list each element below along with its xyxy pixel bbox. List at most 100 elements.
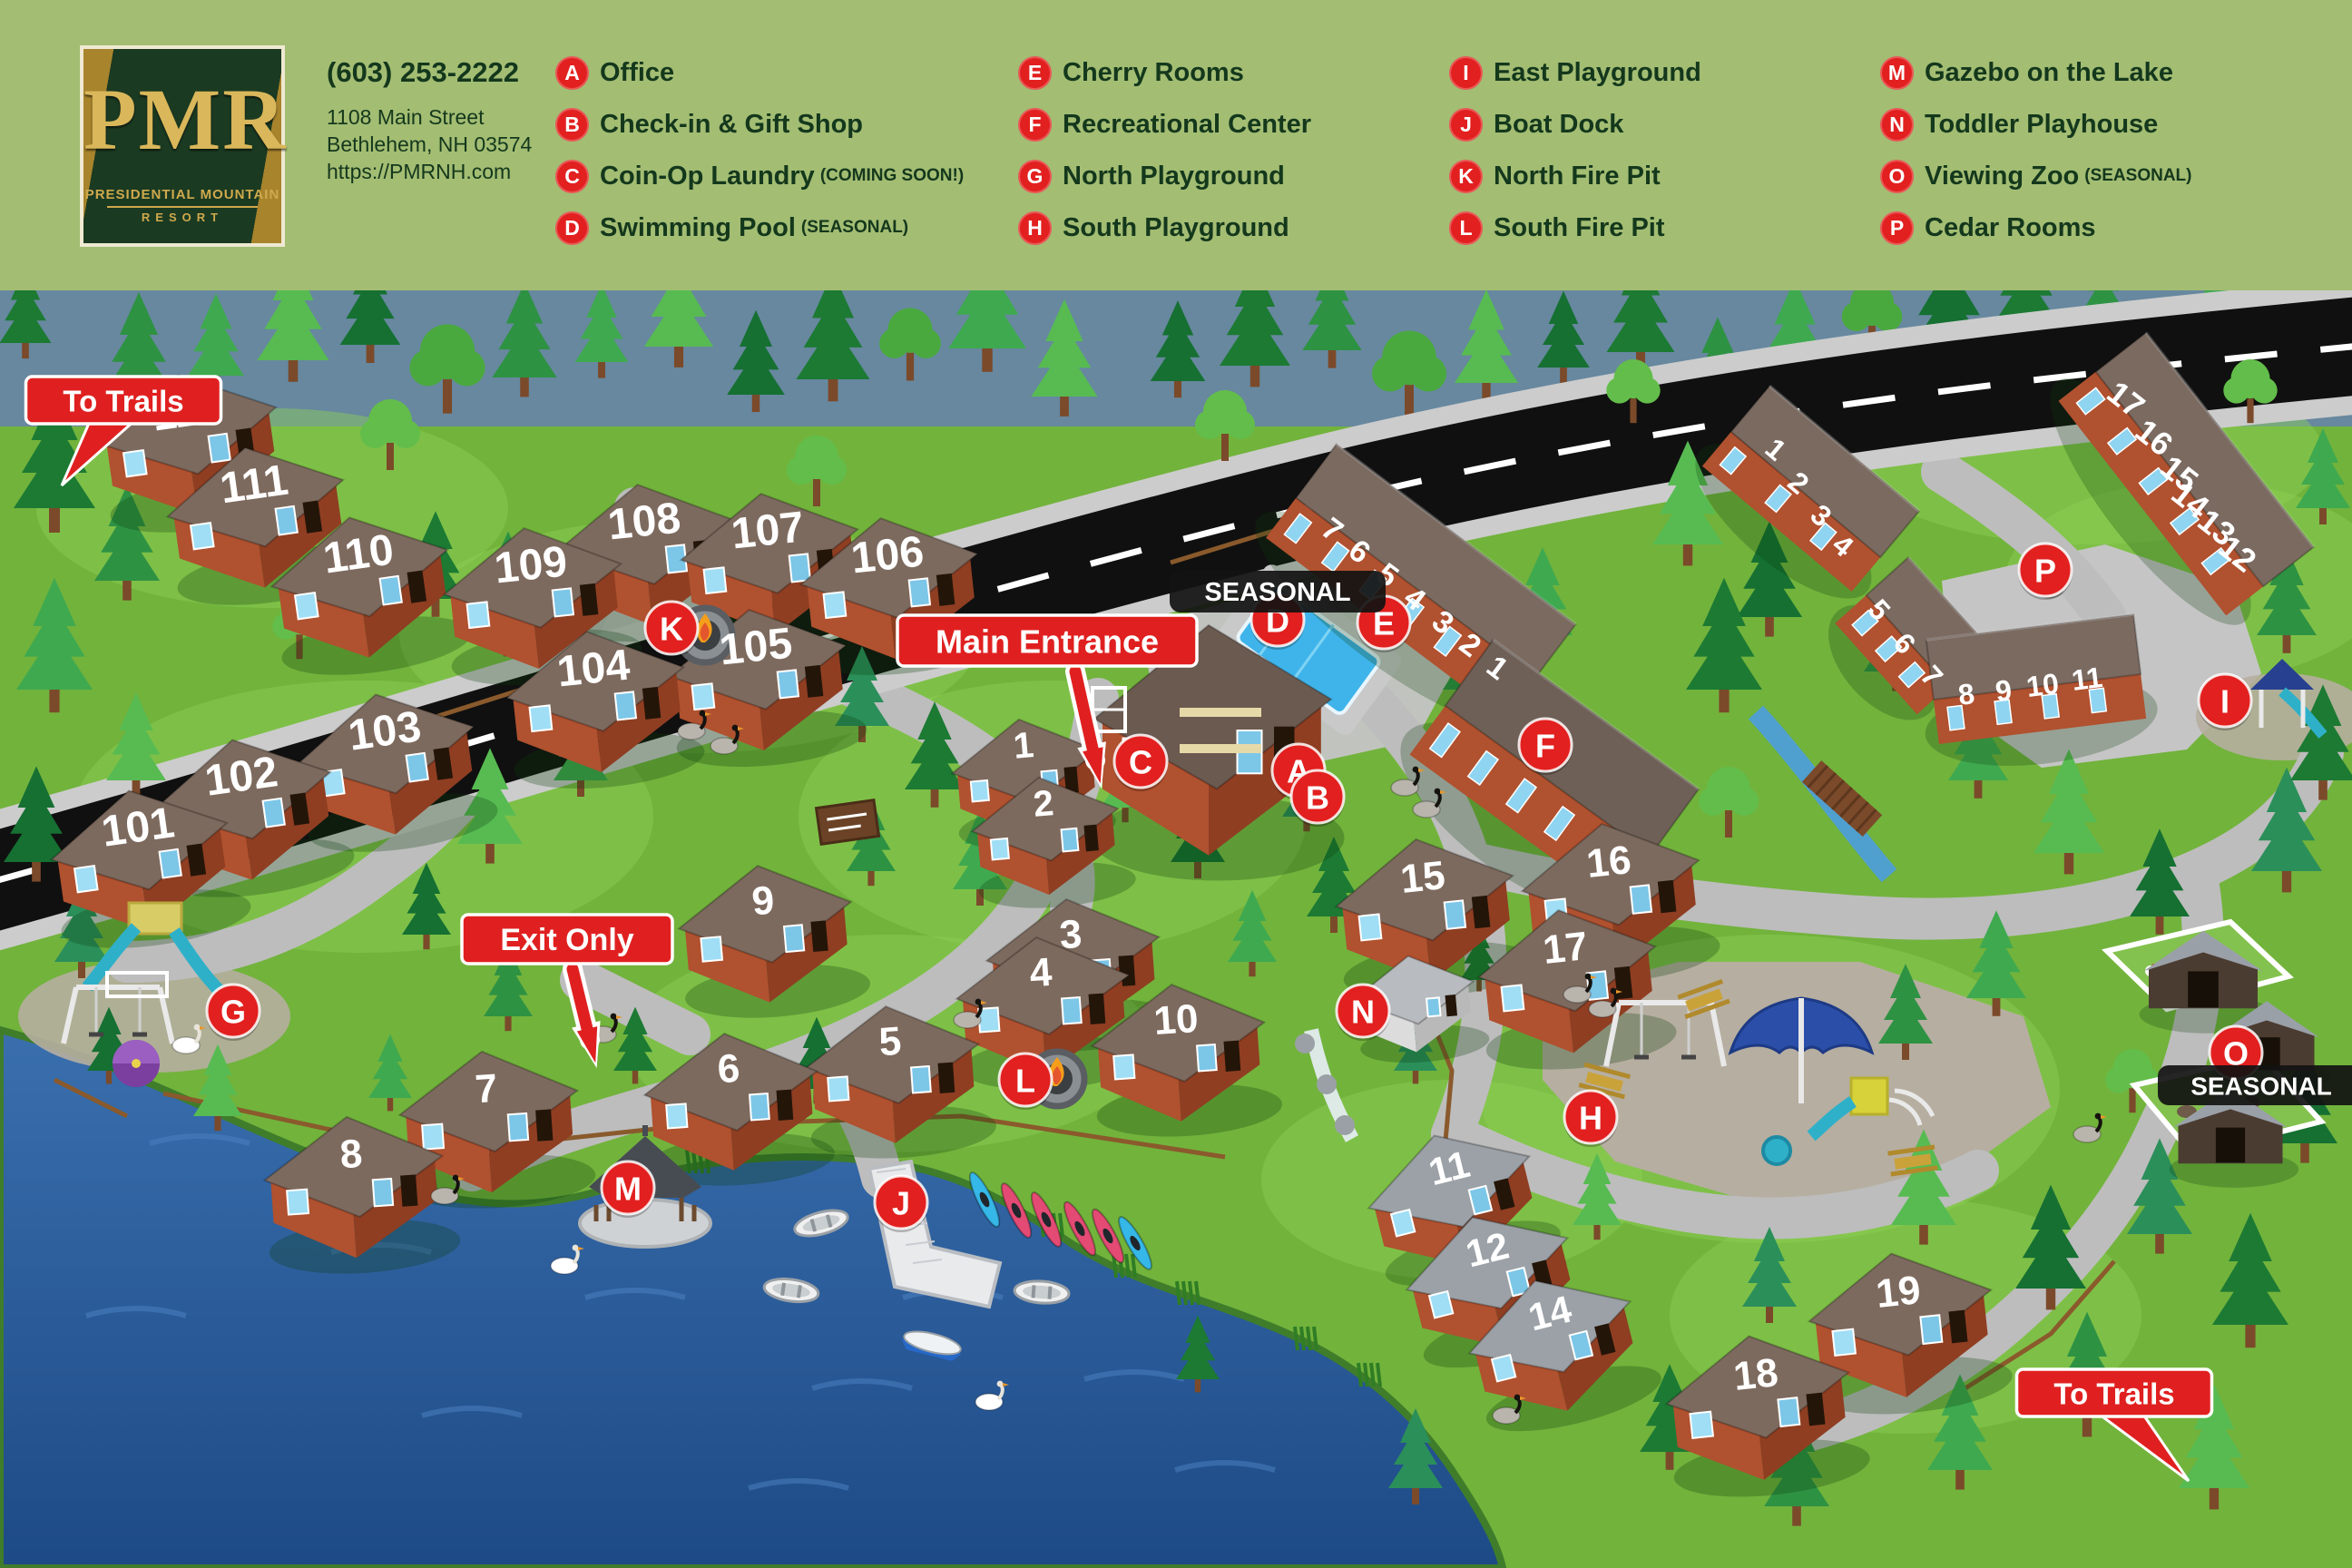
map-marker-M: M [600, 1160, 656, 1218]
svg-text:11: 11 [1425, 1142, 1474, 1193]
svg-text:7: 7 [474, 1066, 499, 1112]
svg-text:105: 105 [717, 619, 794, 674]
cabin-14 [1467, 1279, 1661, 1432]
header: PMR PRESIDENTIAL MOUNTAIN RESORT (603) 2… [0, 0, 2352, 290]
svg-text:Main Entrance: Main Entrance [936, 623, 1159, 661]
streams [1295, 705, 1897, 1142]
white-goose [172, 1024, 206, 1054]
legend-marker-C: C [555, 160, 589, 193]
svg-text:SEASONAL: SEASONAL [2190, 1073, 2332, 1101]
legend-marker-N: N [1880, 108, 1914, 142]
svg-text:8: 8 [1956, 677, 1976, 711]
svg-text:10: 10 [2024, 667, 2061, 703]
sign-exit-only: Exit Only [460, 913, 674, 1069]
kayak [1091, 1208, 1125, 1264]
kayak [1063, 1200, 1097, 1257]
pedal-boat [901, 1330, 962, 1361]
legend-marker-M: M [1880, 56, 1914, 90]
zoo-barn [2139, 930, 2275, 1034]
shade-umbrella [1728, 996, 1875, 1103]
canada-goose [1588, 987, 1622, 1018]
svg-text:L: L [1015, 1063, 1035, 1100]
resort-logo: PMR PRESIDENTIAL MOUNTAIN RESORT [80, 45, 286, 247]
logo-divider [107, 206, 258, 208]
map-marker-H: H [1563, 1089, 1619, 1147]
north-playground [61, 901, 224, 1087]
svg-text:N: N [1351, 994, 1375, 1031]
svg-text:15: 15 [1398, 853, 1447, 902]
south-playground [1578, 979, 1938, 1177]
map-marker-L: L [997, 1052, 1054, 1110]
legend-marker-P: P [1880, 211, 1914, 245]
entrance-sign [814, 799, 881, 846]
white-goose [975, 1380, 1009, 1411]
canada-goose [677, 710, 711, 740]
map-marker-G: G [205, 983, 261, 1041]
svg-text:17: 17 [1541, 924, 1590, 973]
legend-marker-L: L [1449, 211, 1483, 245]
kayak [1030, 1191, 1063, 1248]
svg-text:108: 108 [605, 494, 682, 549]
cabin-6 [642, 1032, 835, 1186]
map-marker-N: N [1335, 983, 1391, 1041]
svg-text:I: I [2220, 683, 2230, 720]
svg-text:2: 2 [1032, 783, 1055, 825]
svg-text:F: F [1535, 728, 1555, 765]
canada-goose [1390, 766, 1425, 797]
cabin-9 [677, 865, 871, 1018]
svg-text:103: 103 [346, 702, 425, 760]
legend-marker-D: D [555, 211, 589, 245]
legend-marker-O: O [1880, 160, 1914, 193]
legend-marker-B: B [555, 108, 589, 142]
seasonal-label-1: SEASONAL [1170, 571, 1386, 612]
svg-text:H: H [1579, 1100, 1602, 1137]
svg-text:B: B [1306, 779, 1329, 817]
rowboat [793, 1209, 849, 1238]
kayak [1118, 1216, 1152, 1270]
cabin-7 [397, 1050, 596, 1209]
svg-text:To Trails: To Trails [2053, 1377, 2174, 1411]
legend-marker-A: A [555, 56, 589, 90]
svg-text:11: 11 [2070, 661, 2104, 697]
geese [172, 568, 2107, 1425]
rowboat [762, 1277, 820, 1304]
map-marker-C: C [1112, 733, 1169, 791]
svg-text:To Trails: To Trails [63, 385, 183, 418]
cedar-wing-b1 [1828, 555, 1992, 720]
svg-text:6: 6 [716, 1046, 741, 1093]
svg-text:109: 109 [492, 537, 569, 593]
legend-marker-I: I [1449, 56, 1483, 90]
svg-text:5: 5 [877, 1019, 903, 1065]
contact-block: (603) 253-2222 1108 Main Street Bethlehe… [327, 56, 532, 185]
map-marker-J: J [873, 1174, 929, 1232]
map-marker-I: I [2197, 672, 2253, 730]
forest [4, 359, 2352, 1526]
cabin-19 [1807, 1252, 2013, 1415]
cabin-8 [262, 1115, 461, 1274]
map-marker-F: F [1517, 717, 1573, 775]
resort-map: 1121111101091081071061051041031021011293… [0, 290, 2352, 1568]
legend-marker-G: G [1018, 160, 1052, 193]
svg-text:101: 101 [99, 799, 178, 857]
logo-line1: PRESIDENTIAL MOUNTAIN [84, 187, 280, 202]
cabin-18 [1664, 1335, 1870, 1497]
cabin-111 [165, 446, 368, 605]
svg-text:12: 12 [1462, 1224, 1514, 1276]
east-playground [2250, 659, 2328, 739]
legend-marker-H: H [1018, 211, 1052, 245]
cedar-wing-a [1695, 384, 1921, 599]
cabin-2 [970, 776, 1136, 908]
svg-text:P: P [2034, 553, 2056, 590]
svg-text:M: M [614, 1171, 642, 1208]
svg-text:104: 104 [554, 641, 632, 696]
svg-text:9: 9 [750, 878, 777, 925]
